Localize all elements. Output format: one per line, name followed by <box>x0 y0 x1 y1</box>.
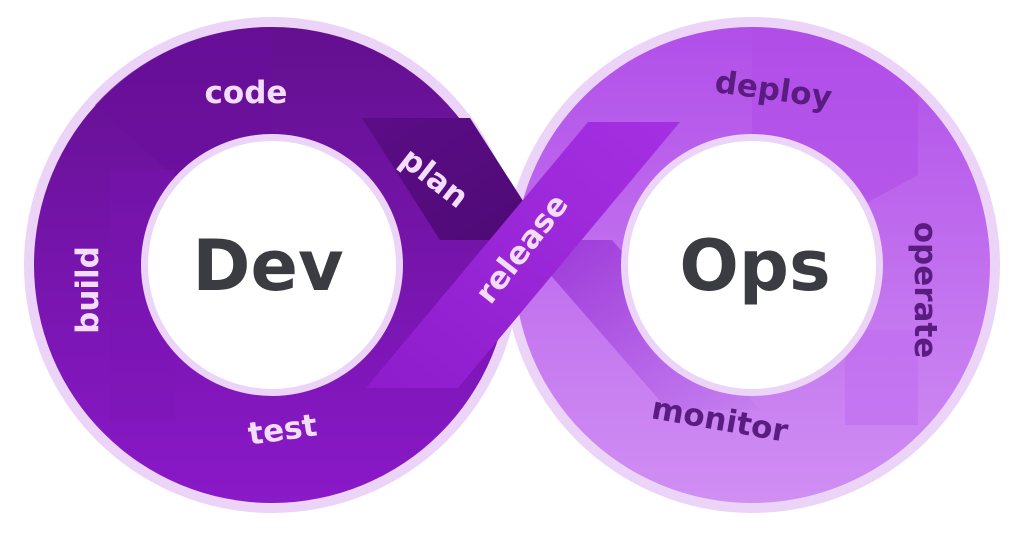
inner-holes <box>141 134 883 396</box>
dev-label: Dev <box>192 225 343 307</box>
release-crossover-band <box>366 122 680 388</box>
stage-code-label: code <box>205 75 288 111</box>
stage-operate-label: operate <box>907 222 943 359</box>
ops-label: Ops <box>679 225 830 307</box>
stage-build-label: build <box>70 246 106 334</box>
plan-crossover-band <box>362 118 548 240</box>
